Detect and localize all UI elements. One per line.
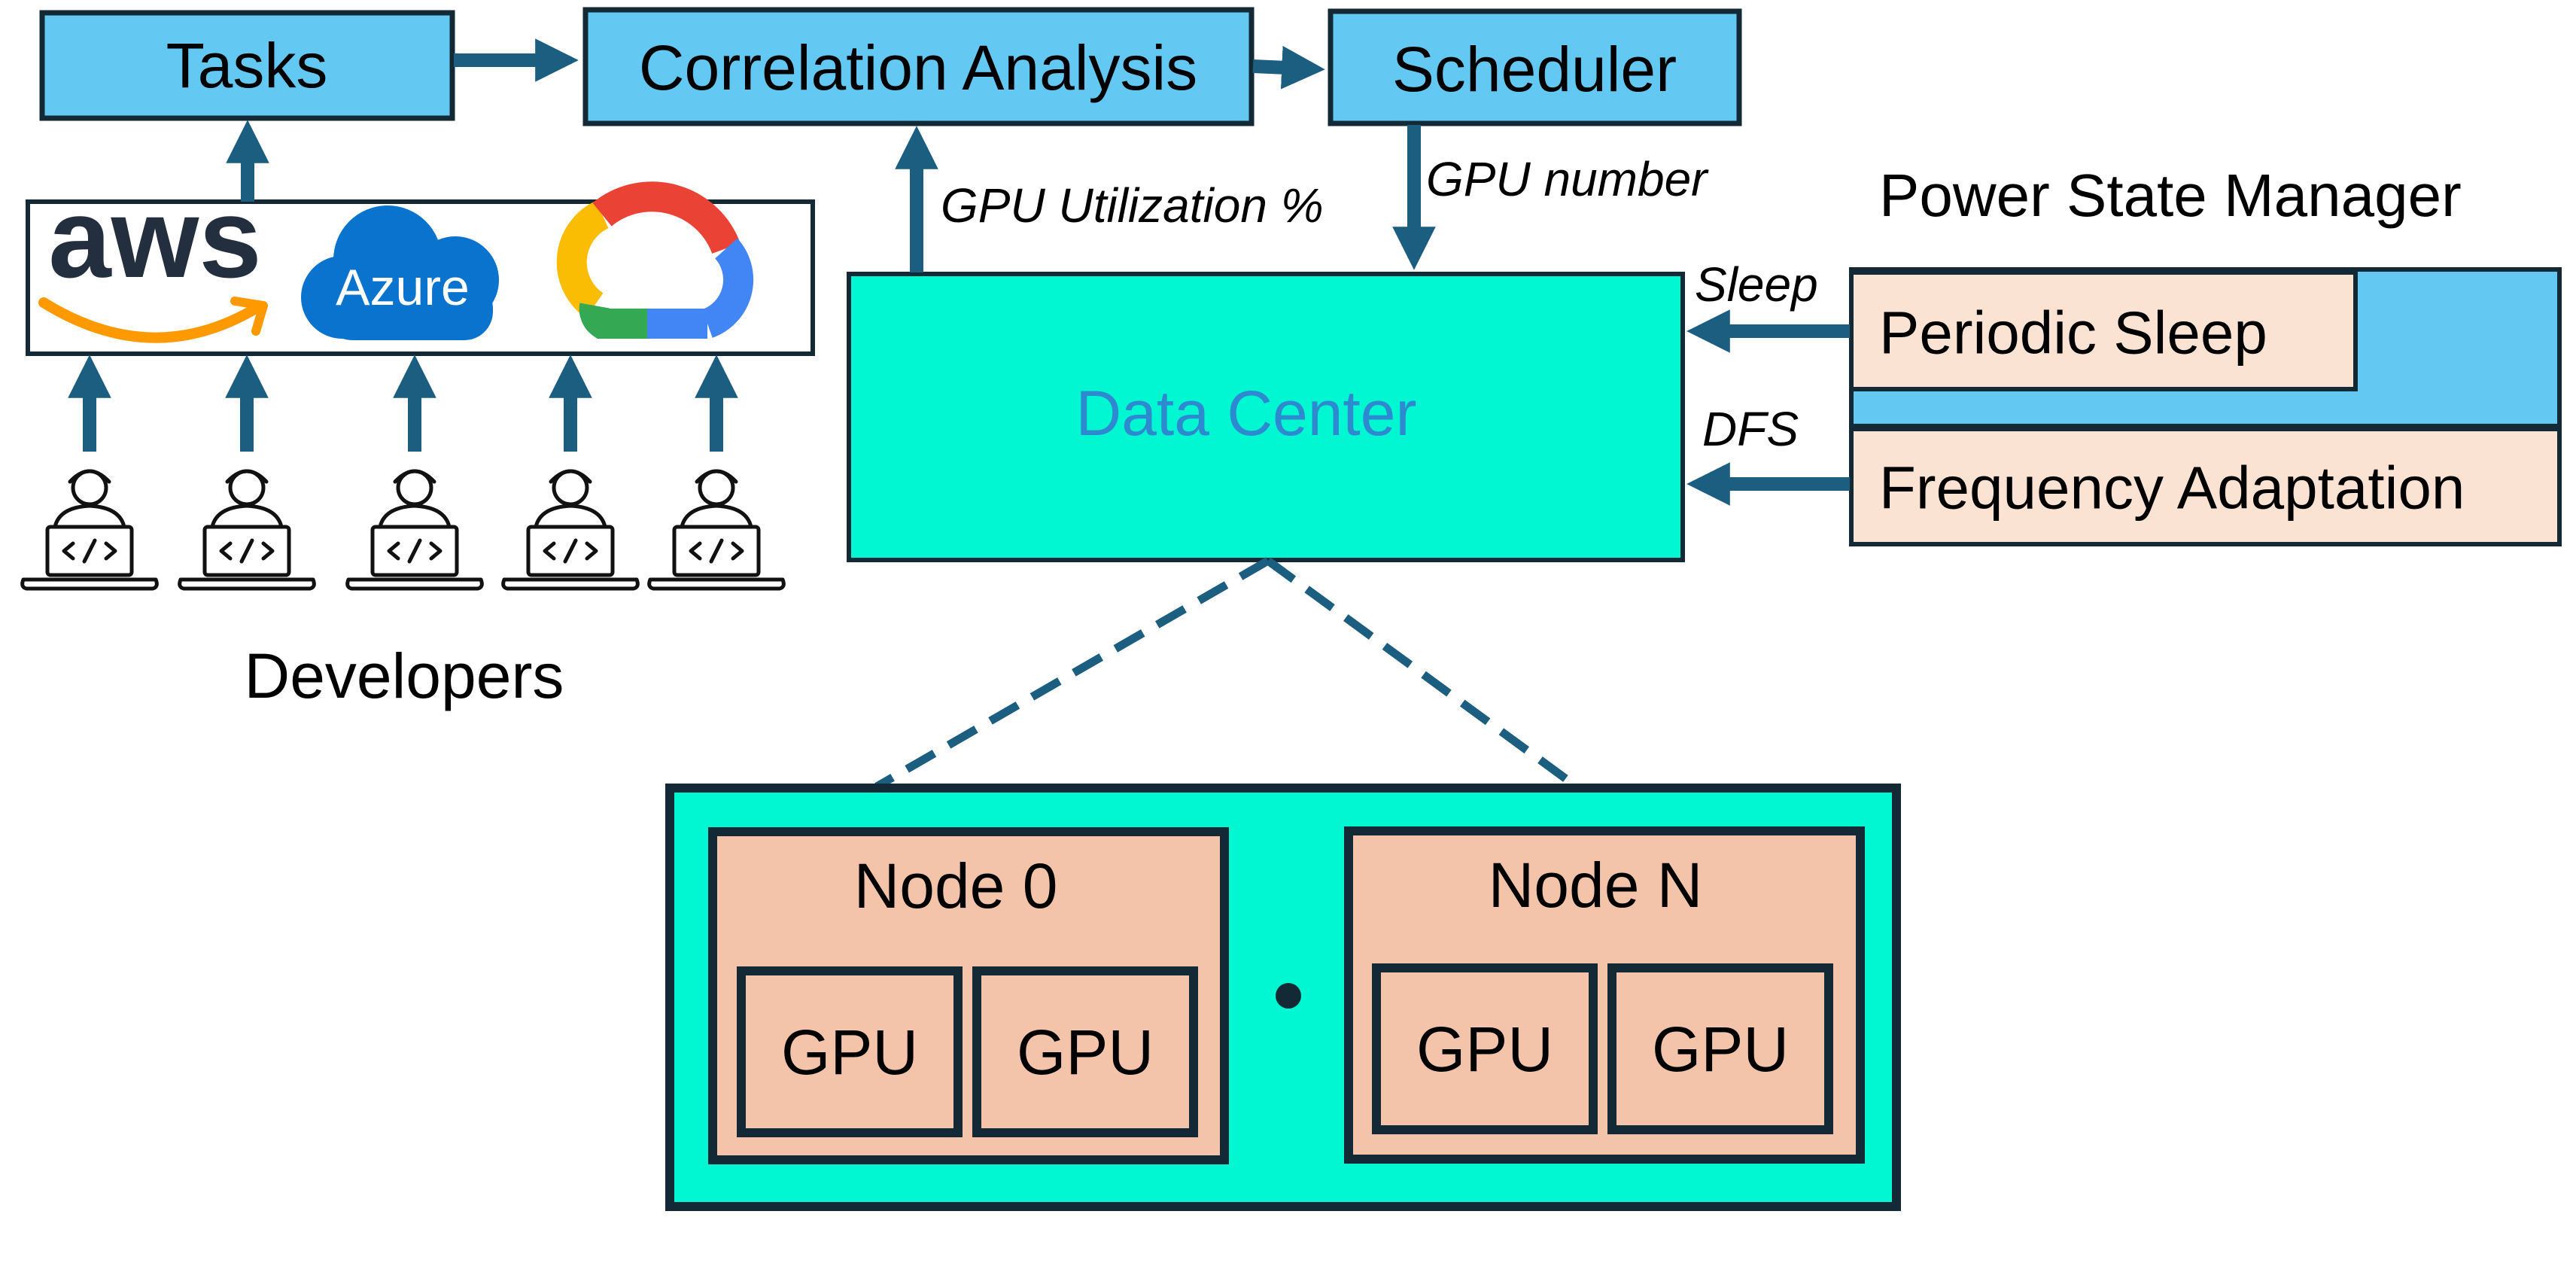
- developer-icon: [20, 469, 159, 591]
- google-cloud-icon: [556, 181, 754, 339]
- arrow-correlation-to-scheduler: [1252, 45, 1325, 90]
- azure-logo-text: Azure: [336, 259, 470, 316]
- node-0-gpu-0-label: GPU: [781, 1017, 918, 1088]
- developer-arrows: [68, 355, 738, 452]
- developer-icon: [178, 469, 316, 591]
- frequency-adaptation-label: Frequency Adaptation: [1879, 455, 2465, 522]
- scheduler-box: Scheduler: [1328, 8, 1742, 126]
- aws-logo-text: aws: [48, 175, 262, 301]
- node-0-gpu-1: [972, 966, 1198, 1137]
- ellipsis-dot: [1276, 983, 1301, 1009]
- zoom-dashed-line-left: [874, 557, 1270, 790]
- azure-logo: Azure: [301, 205, 499, 340]
- node-n-label: Node N: [1489, 850, 1703, 921]
- developers-label: Developers: [245, 641, 564, 711]
- scheduler-label: Scheduler: [1392, 34, 1677, 105]
- developer-icon: [647, 469, 786, 591]
- developer-icons: [20, 469, 786, 591]
- aws-logo: aws: [38, 175, 268, 343]
- developer-icon: [345, 469, 484, 591]
- cloud-providers-box: aws Azure: [26, 175, 815, 356]
- dfs-label: DFS: [1702, 402, 1799, 456]
- data-center-box: Data Center: [847, 272, 1685, 562]
- power-state-manager-label: Power State Manager: [1879, 162, 2462, 229]
- power-state-manager-box: Periodic Sleep Frequency Adaptation: [1849, 267, 2562, 546]
- correlation-analysis-box: Correlation Analysis: [582, 7, 1255, 126]
- periodic-sleep-box: [1849, 270, 2358, 391]
- tasks-label: Tasks: [166, 30, 328, 101]
- node-0-gpu-1-label: GPU: [1017, 1017, 1154, 1088]
- sleep-label: Sleep: [1695, 257, 1818, 312]
- node-n-gpu-1: [1607, 963, 1833, 1134]
- node-0-label: Node 0: [854, 851, 1058, 921]
- aws-smile-arrow-icon: [230, 297, 268, 336]
- node-0-gpu-0: [737, 966, 963, 1137]
- tasks-box: Tasks: [39, 10, 455, 121]
- node-n: Node N GPU GPU: [1344, 826, 1865, 1164]
- gpu-utilization-label: GPU Utilization %: [941, 178, 1324, 233]
- zoom-dashed-line-right: [1265, 557, 1574, 787]
- frequency-adaptation-box: [1849, 427, 2562, 546]
- node-n-gpu-0-label: GPU: [1416, 1014, 1553, 1085]
- aws-smile-icon: [38, 297, 258, 343]
- node-n-gpu-1-label: GPU: [1652, 1014, 1789, 1085]
- correlation-analysis-label: Correlation Analysis: [639, 32, 1197, 103]
- data-center-label: Data Center: [1076, 378, 1417, 449]
- developer-icon: [501, 469, 640, 591]
- node-0: Node 0 GPU GPU: [708, 827, 1229, 1164]
- periodic-sleep-label: Periodic Sleep: [1879, 300, 2267, 367]
- gpu-number-label: GPU number: [1426, 152, 1709, 206]
- node-n-gpu-0: [1372, 963, 1598, 1134]
